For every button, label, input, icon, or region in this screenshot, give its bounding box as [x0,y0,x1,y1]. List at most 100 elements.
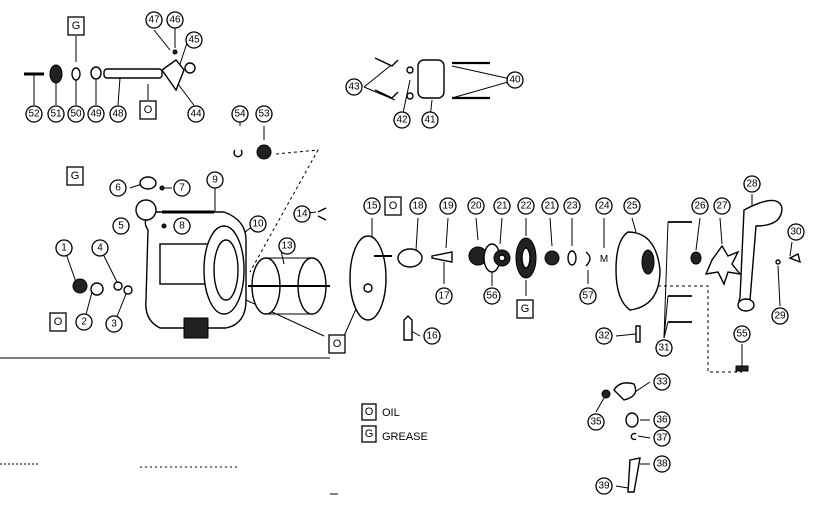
svg-text:8: 8 [179,221,185,232]
svg-text:G: G [521,303,530,315]
callout-21: 21 [493,197,511,215]
svg-text:30: 30 [790,227,802,238]
svg-text:38: 38 [656,459,668,470]
callout-36: 36 [653,411,671,429]
callout-53: 53 [255,105,273,123]
svg-text:20: 20 [470,201,482,212]
svg-text:23: 23 [566,201,578,212]
callout-30: 30 [787,223,805,241]
callout-29: 29 [771,307,789,325]
svg-text:55: 55 [736,329,748,340]
svg-text:51: 51 [50,109,62,120]
callout-56: 56 [483,287,501,305]
callout-43: 43 [345,78,363,96]
svg-text:21: 21 [496,201,508,212]
legend: O OIL G GREASE [361,403,428,443]
callout-33: 33 [653,373,671,391]
svg-text:26: 26 [694,201,706,212]
svg-text:6: 6 [115,183,121,194]
svg-text:36: 36 [656,415,668,426]
svg-text:19: 19 [442,201,454,212]
callout-13: 13 [278,237,296,255]
svg-text:3: 3 [111,319,117,330]
lube-box: O [49,312,67,332]
svg-text:27: 27 [716,201,728,212]
callout-1: 1 [55,239,73,257]
callout-57: 57 [579,287,597,305]
callout-3: 3 [105,315,123,333]
svg-text:G: G [71,170,80,182]
lube-box: G [66,166,84,186]
svg-text:15: 15 [366,201,378,212]
svg-text:5: 5 [118,221,124,232]
svg-text:48: 48 [112,109,124,120]
svg-text:40: 40 [509,75,521,86]
callout-21b: 21 [541,197,559,215]
lube-box: O [384,196,402,216]
svg-text:2: 2 [81,317,87,328]
svg-text:42: 42 [396,115,408,126]
svg-text:25: 25 [626,201,638,212]
callout-22: 22 [517,197,535,215]
callout-2: 2 [75,313,93,331]
svg-text:37: 37 [656,433,668,444]
callout-14: 14 [293,205,311,223]
svg-text:16: 16 [426,331,438,342]
callout-55: 55 [733,325,751,343]
svg-text:GREASE: GREASE [382,431,428,443]
callout-28: 28 [743,175,761,193]
callout-39: 39 [595,477,613,495]
svg-text:44: 44 [190,109,202,120]
callout-50: 50 [67,105,85,123]
callout-31: 31 [655,339,673,357]
svg-text:10: 10 [252,219,264,230]
callout-5: 5 [112,217,130,235]
svg-text:56: 56 [486,291,498,302]
callout-45: 45 [185,31,203,49]
svg-text:53: 53 [258,109,270,120]
svg-text:O: O [333,338,342,350]
svg-text:50: 50 [70,109,82,120]
callout-32: 32 [595,327,613,345]
svg-text:57: 57 [582,291,594,302]
svg-text:G: G [72,20,81,32]
callout-35: 35 [587,413,605,431]
callout-54: 54 [231,105,249,123]
callout-38: 38 [653,455,671,473]
callout-6: 6 [109,179,127,197]
svg-text:31: 31 [658,343,670,354]
callout-18: 18 [409,197,427,215]
svg-text:7: 7 [179,183,185,194]
callout-17: 17 [435,287,453,305]
svg-text:O: O [54,316,63,328]
callout-37: 37 [653,429,671,447]
svg-text:G: G [365,428,374,440]
svg-text:O: O [144,104,153,116]
callout-4: 4 [91,239,109,257]
callout-20: 20 [467,197,485,215]
callout-19: 19 [439,197,457,215]
callout-42: 42 [393,111,411,129]
svg-text:O: O [365,406,374,418]
callout-24: 24 [595,197,613,215]
callout-10: 10 [249,215,267,233]
callouts: 1 2 3 4 5 6 7 8 9 10 13 14 15 16 17 18 1… [25,11,805,495]
callout-23: 23 [563,197,581,215]
svg-text:49: 49 [90,109,102,120]
svg-text:43: 43 [348,82,360,93]
lube-box: G [67,16,85,36]
callout-25: 25 [623,197,641,215]
svg-text:24: 24 [598,201,610,212]
svg-text:1: 1 [61,243,67,254]
svg-text:54: 54 [234,109,246,120]
callout-52: 52 [25,105,43,123]
svg-text:22: 22 [520,201,532,212]
callout-47: 47 [145,11,163,29]
svg-text:33: 33 [656,377,668,388]
callout-51: 51 [47,105,65,123]
callout-44: 44 [187,105,205,123]
svg-text:21: 21 [544,201,556,212]
svg-text:9: 9 [212,175,218,186]
callout-8: 8 [173,217,191,235]
